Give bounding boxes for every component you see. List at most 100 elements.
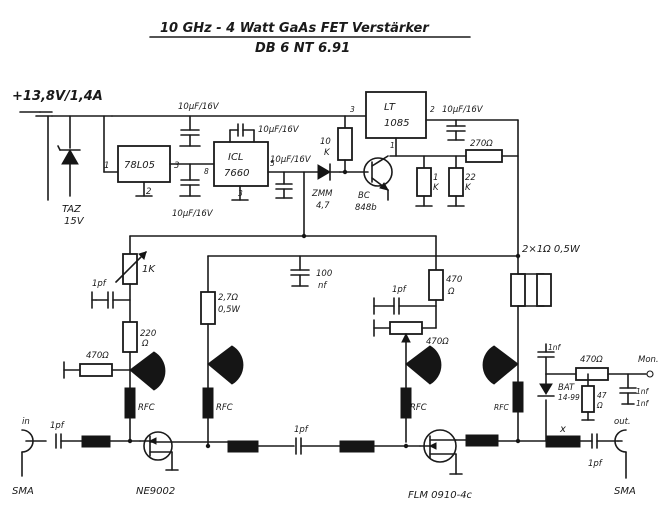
resistor-470-mid (428, 269, 444, 301)
pot-470 (389, 321, 423, 335)
resistor-22k (448, 167, 464, 197)
c-bottom-left-label: 10µF/16V (172, 209, 214, 219)
resistor-10k (337, 127, 353, 161)
rfc-1-label: RFC (138, 403, 155, 413)
lt-label-1: LT (384, 102, 396, 113)
c-mon2-label: 1nf (636, 399, 650, 408)
regulator-pin3: 3 (174, 161, 179, 171)
sma-input-connector (21, 429, 47, 477)
r27-label-1: 2,7Ω (218, 293, 239, 303)
regulator-label: 78L05 (124, 160, 155, 171)
bat-diode (537, 383, 555, 397)
port-out-label: out. (614, 417, 631, 427)
bc848b-transistor (363, 155, 393, 191)
lt-pin2: 2 (430, 105, 435, 114)
lt1085-chip (365, 91, 427, 139)
taz-zener-diode (57, 145, 81, 165)
regulator-pin2: 2 (146, 187, 151, 197)
bat-label: BAT (558, 383, 575, 393)
radial-stub-2 (207, 345, 244, 385)
x-mark: x (559, 424, 566, 435)
r270-label: 270Ω (470, 139, 493, 149)
r1k-label-2: K (433, 183, 440, 193)
resistor-220 (122, 321, 138, 353)
port-in-label: in (22, 417, 30, 427)
r47-label-1: 47 (597, 391, 607, 400)
icl-label-2: 7660 (224, 168, 249, 179)
r27-label-2: 0,5W (218, 305, 241, 315)
resistor-470-left (79, 363, 113, 377)
subtitle: DB 6 NT 6.91 (255, 41, 350, 56)
rfc-1 (124, 387, 136, 419)
c-top-left-label: 10µF/16V (178, 102, 220, 112)
pot1k-label: 1K (142, 264, 156, 275)
fet2-label: FLM 0910-4c (408, 490, 473, 501)
resistor-2-7 (200, 291, 216, 325)
supply-terminal (19, 111, 53, 117)
sma-right-label: SMA (614, 486, 636, 497)
fet1-label: NE9002 (136, 486, 175, 497)
resistor-2x1-a (510, 273, 526, 307)
c-gate2-label: 1pf (392, 285, 408, 295)
radial-stub-3 (405, 345, 442, 385)
rfc-4-label: RFC (494, 403, 510, 412)
fet-ne9002 (139, 431, 173, 461)
taz-value: 15V (64, 216, 85, 227)
regulator-pin1: 1 (104, 161, 109, 171)
zmm-value: 4,7 (316, 201, 330, 211)
r22k-label-1: 22 (465, 173, 476, 183)
bc-label-2: 848b (355, 203, 377, 213)
icl7660-chip (213, 141, 269, 187)
c100nf-label-2: nf (318, 281, 328, 291)
c100nf-label-1: 100 (316, 269, 332, 279)
sma-output-connector (614, 429, 627, 479)
lt-pin1: 1 (390, 141, 395, 150)
resistor-270 (465, 149, 503, 163)
r220-label-2: Ω (141, 339, 149, 349)
icl-pin8: 8 (204, 167, 209, 176)
bat-value: 14-99 (558, 393, 580, 402)
r470-mid-label-1: 470 (446, 275, 462, 285)
radial-stub-4 (482, 345, 519, 385)
resistor-1k (416, 167, 432, 197)
r22k-label-2: K (465, 183, 472, 193)
port-mon-label: Mon. (638, 355, 659, 365)
title: 10 GHz - 4 Watt GaAs FET Verstärker (160, 21, 430, 36)
c-neg-label: 10µF/16V (270, 155, 312, 165)
taz-label: TAZ (62, 204, 82, 215)
fet-flm0910 (419, 429, 457, 463)
r47-label-2: Ω (596, 401, 603, 410)
bc-label-1: BC (358, 191, 370, 201)
microstrip-mid-2 (339, 440, 375, 453)
c-pump-label: 10µF/16V (258, 125, 300, 135)
microstrip-mid-1 (227, 440, 259, 453)
c-mid-label: 1pf (294, 425, 310, 435)
resistor-470-mon (575, 367, 609, 381)
lt-label-2: 1085 (384, 118, 409, 129)
zmm-label: ZMM (311, 189, 333, 199)
zmm-zener-diode (317, 163, 331, 181)
c-gate1-label: 1pf (92, 279, 108, 289)
sma-left-label: SMA (12, 486, 34, 497)
r-2x1-label: 2×1Ω 0,5W (522, 244, 581, 255)
icl-label-1: ICL (228, 152, 244, 163)
icl-pin5: 5 (270, 159, 275, 168)
c-bat-label: 1nf (548, 343, 562, 352)
r470-left-label: 470Ω (86, 351, 109, 361)
r10k-label-1: 10 (320, 137, 331, 147)
resistor-47 (581, 385, 595, 413)
microstrip-output-2 (545, 435, 581, 448)
microstrip-input (81, 435, 111, 448)
rfc-3-label: RFC (410, 403, 427, 413)
resistor-2x1-b (536, 273, 552, 307)
r470-mid-label-2: Ω (447, 287, 455, 297)
c-lt-out-label: 10µF/16V (442, 105, 484, 115)
r220-label-1: 220 (140, 329, 156, 339)
rfc-2 (202, 387, 214, 419)
microstrip-output-1 (465, 434, 499, 447)
c-out-label: 1pf (588, 459, 604, 469)
regulator-78l05 (117, 145, 171, 183)
c-mon1-label: 1nf (636, 387, 650, 396)
rfc-2-label: RFC (216, 403, 233, 413)
